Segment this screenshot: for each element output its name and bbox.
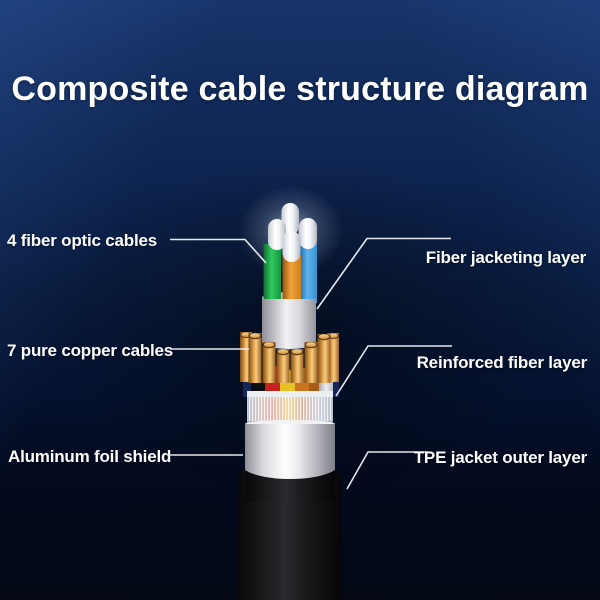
leader-fiber-optic-cables [170,238,267,264]
copper-cables [240,332,339,383]
reinforced-fiber-layer [247,391,333,424]
leader-reinforced-fiber-layer [335,345,452,397]
fiber-blue-body [299,243,317,303]
fiber-jacketing-layer [262,299,316,349]
fiber-optic-cables [263,203,317,304]
leader-tpe-jacket-outer-layer [346,451,428,490]
label-fiber-jacketing-layer: Fiber jacketing layer [425,248,586,267]
tpe-jacket-front-lip [245,470,335,502]
fiber-green-tip [268,219,286,250]
leader-lines [170,237,452,490]
fiber-green-body [263,244,281,303]
fiber-blue-tip [299,218,317,249]
label-reinforced-fiber-layer: Reinforced fiber layer [416,353,588,372]
label-tpe-jacket-outer-layer: TPE jacket outer layer [413,448,587,467]
label-fiber-optic-cables: 4 fiber optic cables [7,231,157,250]
label-pure-copper-cables: 7 pure copper cables [7,341,174,360]
page-title: Composite cable structure diagram [11,70,589,108]
fiber-orange-body [282,256,301,304]
leader-fiber-jacketing-layer [316,237,451,310]
label-aluminum-foil-shield: Aluminum foil shield [8,447,172,466]
fiber-orange-tip [282,231,301,262]
